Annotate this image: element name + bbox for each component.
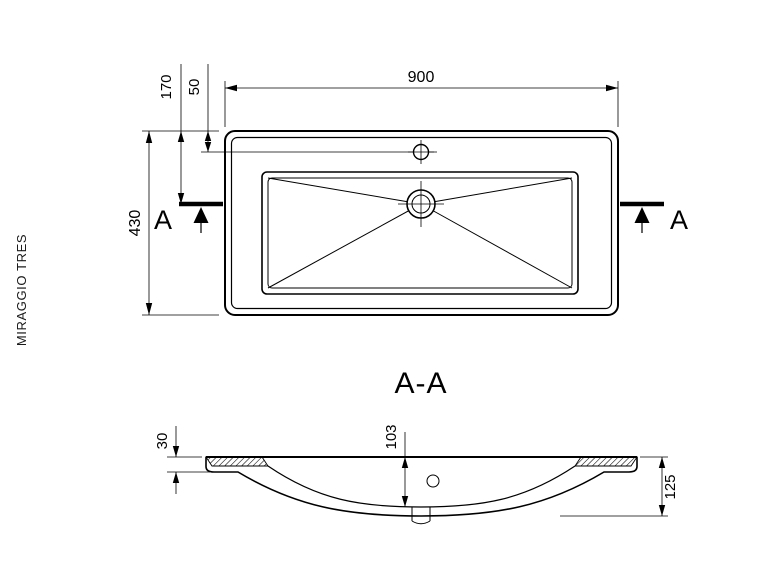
drain-offset-dim-label: 170 (158, 74, 175, 99)
overall-depth-dim-label: 125 (662, 474, 679, 499)
drain-symbol (398, 181, 444, 227)
section-view: A-A (154, 367, 679, 525)
depth-dim-label: 430 (127, 210, 144, 237)
sink-outline (224, 130, 619, 316)
dim-drain-offset-170: 170 (158, 64, 185, 204)
dim-depth-430: 430 (127, 131, 153, 315)
section-marker-right-label: A (670, 205, 688, 235)
section-extension-lines (167, 456, 668, 517)
faucet-offset-dim-label: 50 (186, 79, 203, 96)
dim-width-900: 900 (225, 69, 618, 92)
section-cut-marker-left: A (154, 201, 223, 235)
dim-rim-height-30: 30 (154, 426, 180, 494)
dim-basin-depth-103: 103 (383, 424, 409, 507)
dim-faucet-offset-50: 50 (186, 64, 212, 152)
top-view-extension-lines (142, 81, 619, 316)
basin-depth-dim-label: 103 (383, 424, 400, 449)
dim-overall-depth-125: 125 (658, 457, 679, 516)
top-view: 900 430 170 50 (127, 64, 688, 316)
rim-height-dim-label: 30 (154, 433, 171, 450)
section-drain-stub (411, 507, 431, 525)
top-width-dim-label: 900 (408, 69, 435, 86)
basin-outline (261, 171, 579, 295)
section-faucet-hole (426, 474, 440, 488)
section-marker-left-label: A (154, 205, 172, 235)
section-title: A-A (394, 367, 447, 400)
brand-vertical-text: MIRAGGIO TRES (14, 234, 29, 346)
section-cut-marker-right: A (620, 201, 688, 235)
section-profile (205, 456, 638, 525)
faucet-hole-symbol (408, 140, 434, 164)
